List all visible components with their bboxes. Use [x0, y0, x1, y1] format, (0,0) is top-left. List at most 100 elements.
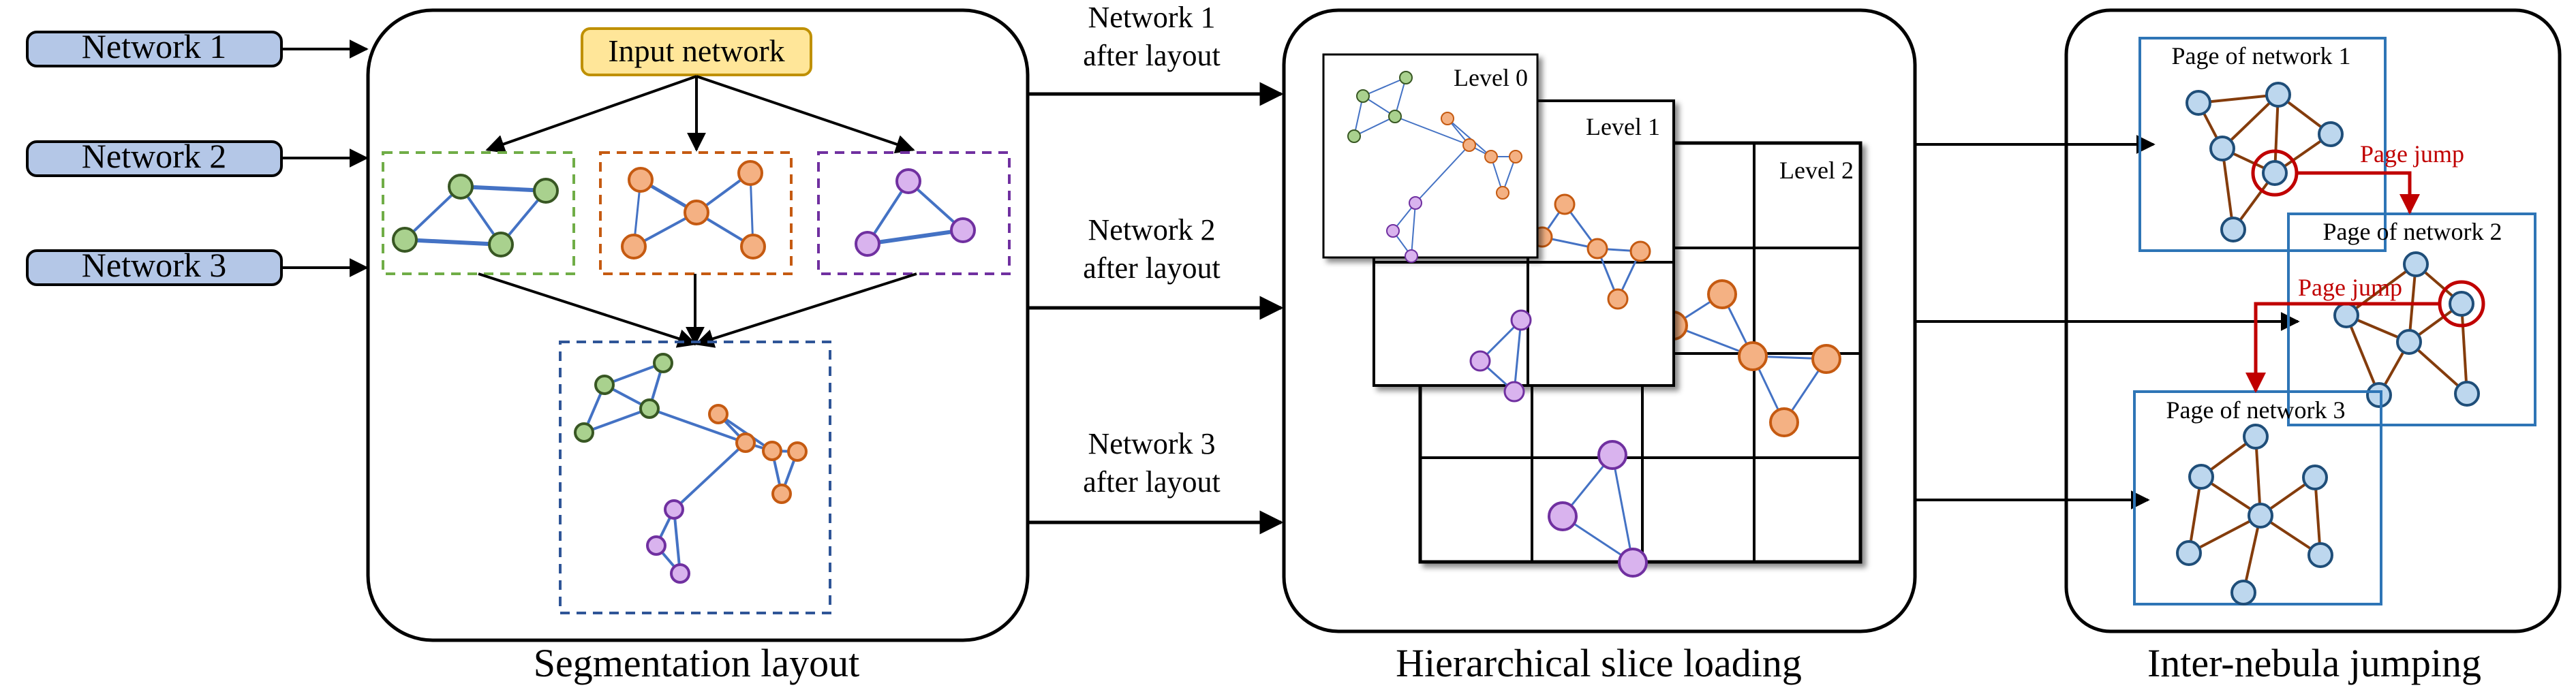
graph-edge	[2198, 93, 2279, 104]
page-jump-label-2: Page jump	[2298, 274, 2402, 301]
green-subnetwork-box	[382, 151, 575, 275]
graph-edge	[2345, 263, 2417, 317]
graph-edge	[1394, 116, 1470, 146]
graph-edge	[404, 238, 502, 247]
graph-node	[1811, 344, 1841, 374]
input-box-label: Network 1	[82, 27, 226, 65]
graph-node	[2454, 381, 2480, 407]
graph-edge	[1415, 144, 1470, 204]
graph-node	[2186, 90, 2211, 116]
level-2-label: Level 2	[1779, 157, 1854, 184]
connector-label-2-line1: Network 2	[1088, 213, 1216, 247]
graph-node	[735, 432, 756, 453]
graph-node	[621, 234, 647, 260]
graph-edge	[2254, 436, 2262, 516]
jumping-panel-frame	[2064, 8, 2562, 633]
graph-node	[1510, 309, 1532, 331]
input-box-label: Network 3	[82, 246, 226, 284]
page-jump-label-1: Page jump	[2360, 140, 2464, 168]
level-0-tile: Level 0	[1322, 53, 1539, 263]
graph-node	[2209, 136, 2235, 161]
graph-node	[740, 234, 766, 260]
graph-node	[1386, 224, 1400, 238]
page-jump-2: Page jump	[2245, 274, 2485, 393]
graph-node	[1597, 440, 1627, 470]
layout-connectors: Network 1 after layout Network 2 after l…	[1028, 1, 1284, 535]
graph-node	[2176, 540, 2202, 566]
graph-node	[1484, 150, 1498, 163]
input-network-box: Input network	[581, 27, 812, 76]
graph-node	[670, 563, 690, 584]
graph-node	[2243, 424, 2269, 450]
graph-edge	[2408, 341, 2468, 395]
hierarchical-caption: Hierarchical slice loading	[1396, 641, 1802, 685]
graph-node	[787, 441, 808, 462]
graph-node	[664, 499, 684, 520]
graph-node	[2333, 302, 2359, 328]
merged-network	[574, 353, 808, 584]
graph-node	[1618, 548, 1648, 578]
graph-node	[2220, 217, 2246, 242]
page-network-1-graph	[2186, 82, 2344, 242]
jumping-caption: Inter-nebula jumping	[2147, 641, 2481, 685]
level-2-network	[1548, 279, 1841, 578]
graph-edge	[1362, 77, 1407, 97]
level-0-label: Level 0	[1454, 64, 1528, 91]
input-box-network-1: Network 1	[26, 27, 283, 67]
graph-node	[594, 375, 615, 395]
segmentation-caption: Segmentation layout	[534, 641, 859, 685]
graph-edge	[583, 407, 650, 434]
graph-node	[1548, 501, 1578, 531]
connector-label-3-line1: Network 3	[1088, 427, 1216, 460]
hierarchical-panel: Level 2 Level 1 Level 0 Hierarchical sli…	[1282, 8, 1917, 685]
page-network-2-graph	[2333, 251, 2480, 408]
graph-node	[2265, 82, 2291, 108]
graph-node	[1469, 350, 1491, 372]
jump-path-2	[2245, 302, 2440, 393]
purple-subnetwork-box	[817, 151, 1011, 275]
purple-subnetwork	[855, 168, 976, 257]
graph-edge	[867, 228, 964, 246]
graph-node	[1462, 138, 1476, 152]
graph-node	[1496, 186, 1509, 200]
graph-node	[1607, 288, 1629, 310]
input-box-label: Network 2	[82, 137, 226, 175]
page-network-1: Page of network 1	[2138, 37, 2387, 252]
page-network-3: Page of network 3	[2133, 390, 2382, 606]
page-connectors	[1915, 135, 2300, 509]
graph-node	[855, 231, 880, 257]
graph-node	[1405, 249, 1418, 263]
input-networks: Network 1 Network 2 Network 3	[26, 27, 369, 286]
connector-label-2-line2: after layout	[1083, 251, 1221, 285]
connector-label-1-line2: after layout	[1083, 39, 1221, 72]
segmentation-panel-frame	[366, 8, 1030, 642]
graph-node	[2366, 382, 2392, 408]
graph-edge	[2460, 303, 2468, 394]
green-subnetwork	[392, 174, 559, 257]
level-1-network	[1469, 193, 1651, 403]
graph-node	[762, 441, 782, 461]
page-network-1-label: Page of network 1	[2172, 42, 2351, 69]
merged-network-box	[559, 341, 831, 614]
graph-edge	[2188, 514, 2261, 554]
input-box-network-2: Network 2	[26, 137, 283, 177]
graph-node	[2262, 160, 2288, 186]
graph-node	[628, 167, 654, 193]
graph-edge	[673, 509, 681, 574]
graph-node	[1586, 238, 1608, 260]
graph-node	[1629, 240, 1651, 262]
graph-edge	[1447, 118, 1492, 157]
graph-node	[1409, 196, 1422, 210]
graph-edge	[2314, 477, 2322, 556]
graph-node	[2188, 464, 2214, 490]
graph-node	[1738, 341, 1768, 371]
graph-edge	[604, 362, 664, 386]
graph-node	[2302, 465, 2328, 490]
graph-node	[2318, 121, 2344, 147]
level-0-network	[1347, 71, 1522, 263]
connector-label-1-line1: Network 1	[1088, 1, 1216, 34]
graph-node	[488, 232, 514, 257]
split-arrow-purple	[696, 75, 915, 154]
page-network-2: Page of network 2	[2287, 213, 2536, 426]
